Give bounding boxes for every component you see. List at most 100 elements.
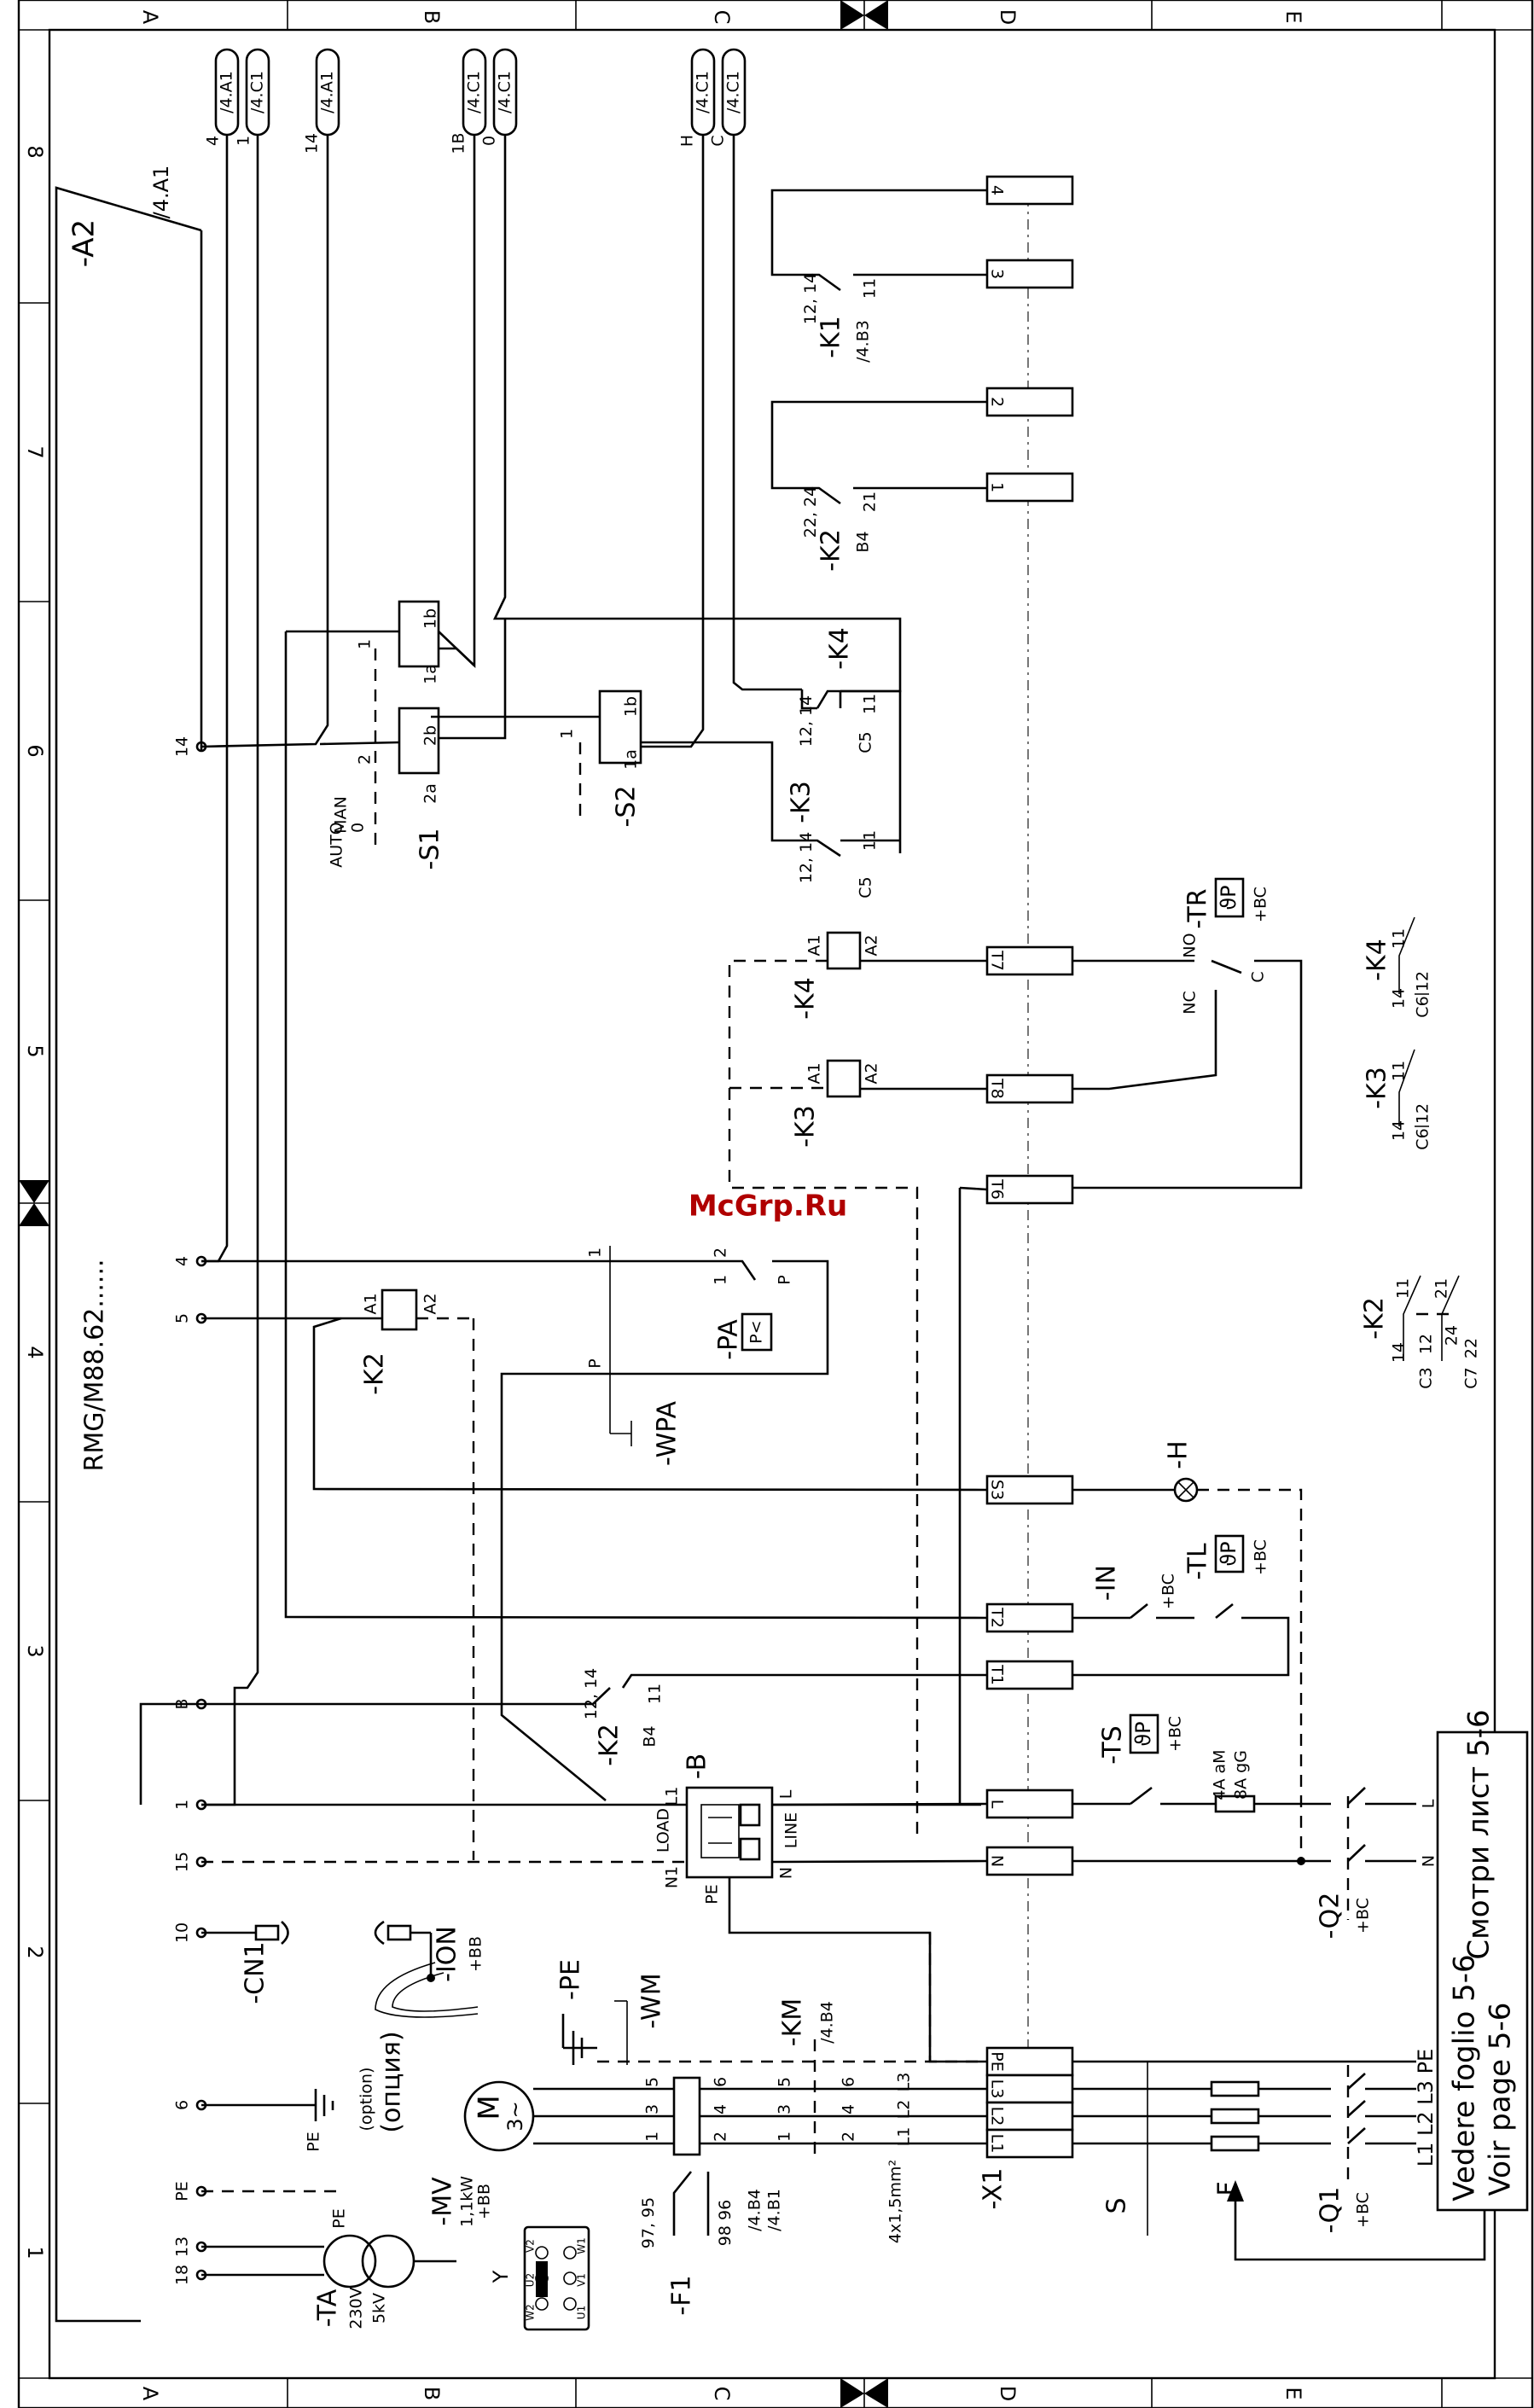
ts-tag: -TS <box>1098 1725 1128 1764</box>
f1-ref-1: /4.B4 <box>746 2189 764 2231</box>
terminal-l2: L2 <box>988 2107 1007 2126</box>
ion-tag: -ION <box>433 1926 462 1982</box>
ts-symbol: ϑP <box>1131 1721 1155 1746</box>
k3-a1: A1 <box>805 1062 824 1084</box>
k2b-11: 11 <box>646 1684 665 1704</box>
xref-k2-21: 21 <box>1432 1278 1451 1299</box>
km-pin-4: 4 <box>840 2104 858 2114</box>
k1-pin-11: 11 <box>861 278 880 299</box>
xref-k3-11: 11 <box>1390 1061 1409 1081</box>
cable-ref-3: /4.A1 <box>318 71 337 113</box>
k3-coil-tag: -K3 <box>791 1105 821 1148</box>
filter-load: LOAD <box>654 1808 673 1853</box>
zone-4: 4 <box>23 1346 47 1358</box>
mtb-w1: W1 <box>576 2237 588 2254</box>
km-pin-1: 1 <box>776 2132 794 2142</box>
km-pin-6: 6 <box>840 2077 858 2087</box>
supply-q1: S F -Q1 +BC L1 L2 L3 PE <box>1072 2049 1486 2261</box>
mtb-star: Y <box>489 2270 513 2283</box>
zone-1: 1 <box>23 2246 47 2259</box>
terminal-5: 5 <box>173 1313 192 1323</box>
zone-e-bottom: E <box>1281 2387 1305 2399</box>
xref-k4-12: 12 <box>1414 971 1432 992</box>
km-l3: L3 <box>895 2073 914 2092</box>
xref-k2-24: 24 <box>1443 1325 1461 1346</box>
lamp-h: -H <box>1072 1440 1303 1864</box>
switch-in: -IN +BC ϑP -TL +BC <box>1072 1534 1290 1677</box>
k1-ref: /4.B3 <box>854 320 873 363</box>
coil-k3: A1 A2 -K3 <box>791 1059 987 1148</box>
tl-loc: +BC <box>1252 1539 1270 1575</box>
xref-k3-tag: -K3 <box>1363 1067 1392 1109</box>
xref-k3-12: 12 <box>1414 1103 1432 1124</box>
zone-e-top: E <box>1281 10 1305 23</box>
xref-k3-14: 14 <box>1390 1120 1409 1141</box>
zone-7: 7 <box>23 445 47 458</box>
k2-ref-top: B4 <box>854 531 873 552</box>
terminal-t8: T8 <box>988 1078 1007 1099</box>
k3-contact: 12, 14 11 C5 -K3 <box>787 781 900 899</box>
k4-coil-tag: -K4 <box>791 977 821 1020</box>
wire-0-b: 0 <box>480 136 499 146</box>
k2b-pins: 12, 14 <box>582 1668 601 1719</box>
wire-1: 1 <box>235 136 253 146</box>
k2-pin-21: 21 <box>861 491 880 512</box>
thermostat-tr: ϑP -TR +BC NO NC C <box>1072 877 1303 1189</box>
pa-line-1: 1 <box>586 1248 605 1258</box>
relay-k2-contact-top: 22, 24 21 -K2 B4 <box>770 400 987 572</box>
mtb-v2: V2 <box>525 2239 537 2253</box>
k3-contact-tag: -K3 <box>787 781 816 823</box>
wm-tag: -WM <box>637 1973 667 2028</box>
coil-k2: A1 A2 -K2 <box>201 1288 988 1860</box>
s1-2a: 2a <box>421 783 440 804</box>
relay-k1-contact: 12, 14 11 -K1 /4.B3 <box>770 189 987 363</box>
f1-pins-bot: 98 96 <box>716 2200 735 2246</box>
zone-d-bottom: D <box>996 2386 1020 2401</box>
xref-k4-11: 11 <box>1390 928 1409 949</box>
km-l1: L1 <box>895 2127 914 2147</box>
in-tag: -IN <box>1092 1565 1122 1601</box>
km-l2: L2 <box>895 2100 914 2120</box>
xref-k4-14: 14 <box>1390 988 1409 1009</box>
filter-pe: PE <box>703 1884 722 1904</box>
motor-pin-1: 1 <box>643 2132 662 2142</box>
cable-ref-6: /4.C1 <box>694 71 712 113</box>
xref-k3-ref: C6 <box>1414 1128 1432 1149</box>
k3-contact-pins: 12, 14 <box>797 832 816 883</box>
pa-pin-2: 2 <box>712 1248 730 1258</box>
terminal-s3: S3 <box>988 1480 1007 1500</box>
s2-1a: 1a <box>622 749 641 770</box>
motor-phases: 3~ <box>503 2101 527 2131</box>
terminal-t2: T2 <box>988 1607 1007 1628</box>
terminal-3-box: 3 <box>988 269 1007 279</box>
xref-k2-c3: C3 <box>1417 1367 1436 1388</box>
motor-pin-3: 3 <box>643 2104 662 2114</box>
f1-pins-top: 97, 95 <box>639 2197 658 2248</box>
s2-pin-1: 1 <box>558 729 577 739</box>
note-box: Vedere foglio 5-6 Voir page 5-6 Смотри л… <box>1436 1709 1529 2212</box>
mtb-u1: U1 <box>576 2306 588 2319</box>
terminal-t1: T1 <box>988 1664 1007 1685</box>
tr-tag: -TR <box>1183 888 1213 928</box>
motor-pin-2: 2 <box>712 2132 730 2142</box>
terminal-pe-box: PE <box>988 2051 1007 2071</box>
note-fr: Voir page 5-6 <box>1484 2003 1518 2196</box>
breaker-q2: -Q2 +BC L N <box>1072 1796 1438 1939</box>
note-ru: Смотри лист 5-6 <box>1462 1709 1496 1959</box>
zone-3: 3 <box>23 1644 47 1657</box>
wire-14: 14 <box>303 133 322 154</box>
k1-tag: -K1 <box>816 316 846 358</box>
xref-k2-12: 12 <box>1417 1334 1436 1354</box>
top-cable-refs: /4.A1 /4.C1 /4.A1 /4.C1 /4.C1 /4.C1 /4.C… <box>204 48 747 154</box>
filter-n: N <box>777 1867 796 1879</box>
q1-phases: L1 L2 L3 PE <box>1414 2049 1438 2167</box>
km-tag: -KM <box>778 1998 808 2046</box>
pa-pin-1: 1 <box>712 1275 730 1285</box>
pa-pin-p: P <box>776 1275 794 1284</box>
motor-m: M <box>473 2095 507 2120</box>
k4-contact-tag: -K4 <box>825 627 855 670</box>
tr-loc: +BC <box>1252 887 1270 922</box>
controller-a2: -A2 /4.A1 RMG/M88.62...... <box>55 166 203 2323</box>
filter-l: L <box>777 1789 796 1799</box>
